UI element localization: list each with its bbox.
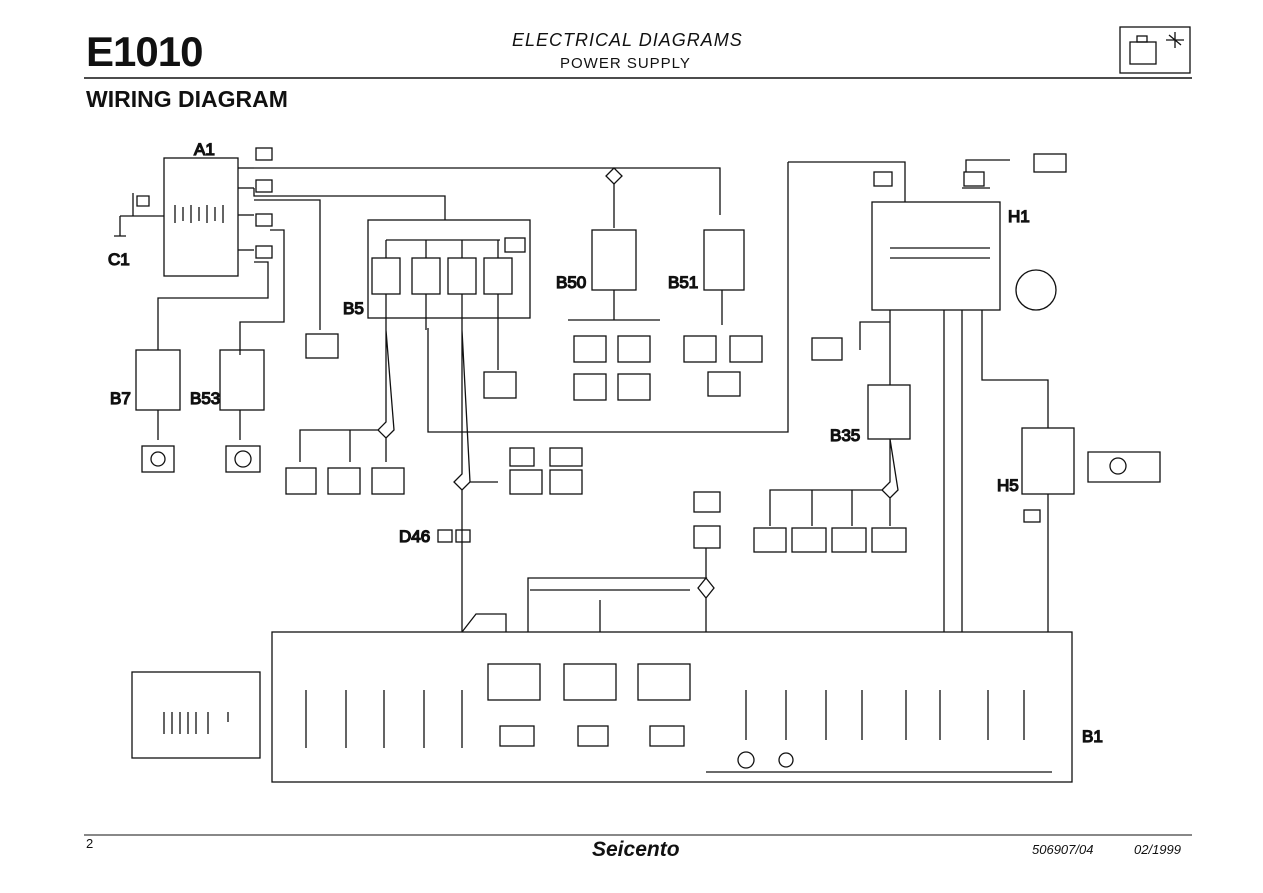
relay-unit-h1 (871, 153, 1067, 311)
center-right-branch (461, 491, 721, 633)
connector-e5010 (305, 333, 339, 359)
label-h5: H5 (997, 476, 1019, 495)
brand-name: Seicento (592, 838, 680, 861)
fuse-layout-inset (131, 671, 261, 759)
center-branch (437, 329, 583, 632)
document-reference: 506907/04 (1032, 842, 1094, 857)
label-d46: D46 (399, 527, 430, 546)
document-date: 02/1999 (1134, 842, 1181, 857)
diagram-code: E1010 (86, 28, 203, 75)
section-icon (1119, 26, 1191, 74)
battery-a1 (114, 147, 273, 277)
label-b51: B51 (668, 273, 698, 292)
relay-b50 (568, 229, 660, 401)
page-number: 2 (86, 836, 94, 851)
relay-b51 (683, 229, 763, 397)
label-b7: B7 (110, 389, 131, 408)
subsection-title: POWER SUPPLY (560, 55, 691, 72)
label-b1: B1 (1082, 727, 1103, 746)
label-a1: A1 (194, 140, 215, 159)
label-b50: B50 (556, 273, 586, 292)
fuse-box-b1 (271, 631, 1073, 783)
relay-b53 (219, 349, 265, 473)
relay-b7 (135, 349, 181, 473)
main-feeds (157, 161, 906, 433)
section-title: ELECTRICAL DIAGRAMS (512, 30, 743, 50)
label-h1: H1 (1008, 207, 1030, 226)
relay-box-b5 (367, 219, 531, 330)
h1-outputs (753, 310, 1161, 632)
lower-left-branch (285, 329, 517, 495)
page-heading: WIRING DIAGRAM (86, 86, 288, 112)
label-b35: B35 (830, 426, 860, 445)
label-b5: B5 (343, 299, 364, 318)
label-c1: C1 (108, 250, 130, 269)
label-b53: B53 (190, 389, 220, 408)
